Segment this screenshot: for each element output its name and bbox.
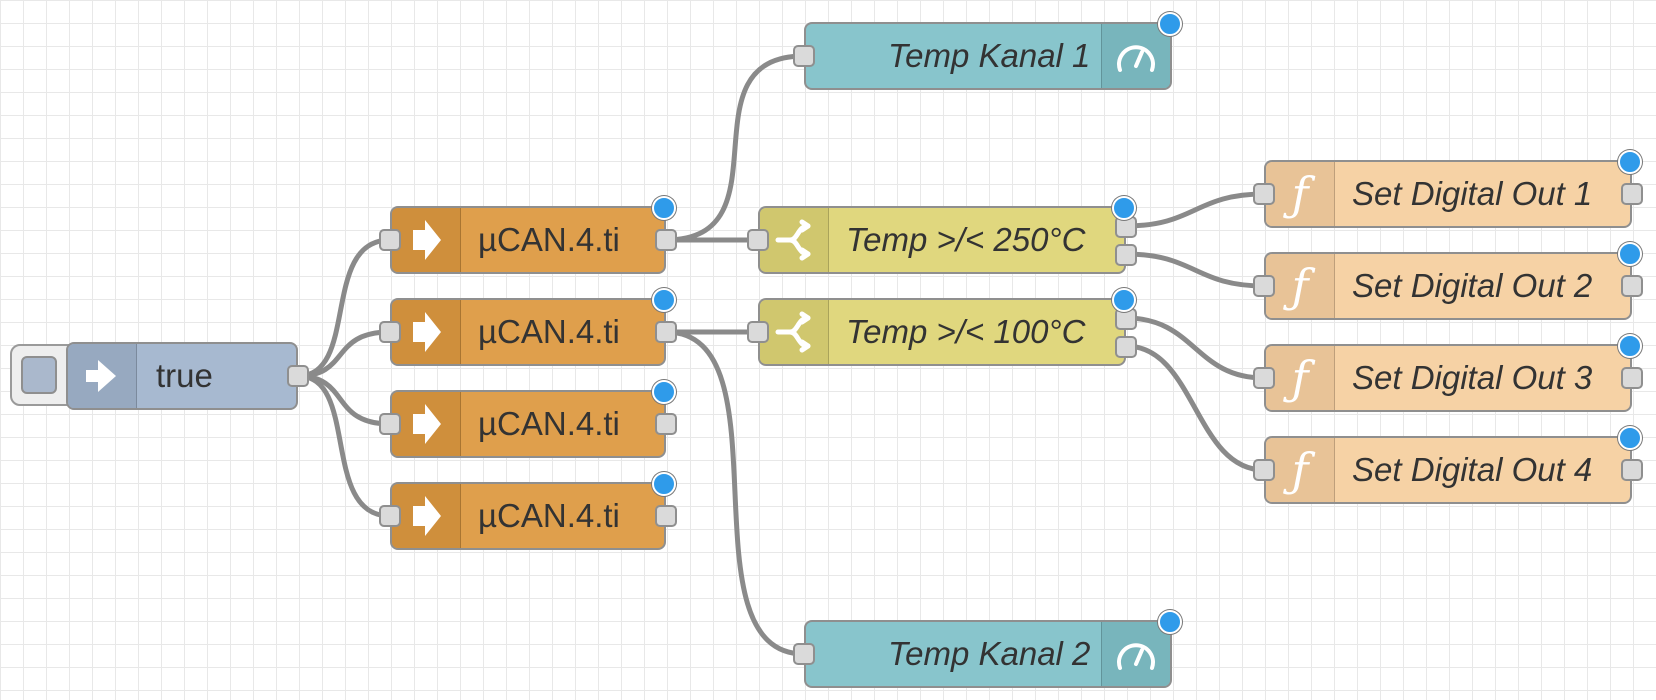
status-dot [1158, 12, 1182, 36]
function-label: Set Digital Out 3 [1352, 359, 1593, 396]
wire-switch2-out3[interactable] [1123, 315, 1267, 381]
input-port[interactable] [793, 643, 815, 665]
function-icon: ƒ [1266, 346, 1335, 410]
wire-switch2-out4[interactable] [1123, 343, 1267, 473]
switch-icon [760, 208, 829, 272]
switch-label: Temp >/< 100°C [846, 313, 1086, 350]
gauge-icon [1101, 622, 1170, 686]
output-port[interactable] [1621, 367, 1643, 389]
arrow-right-icon [392, 484, 461, 548]
ucan-label: µCAN.4.ti [478, 313, 620, 350]
function-node-2[interactable]: ƒ Set Digital Out 2 [1253, 242, 1643, 320]
gauge-icon [1101, 24, 1170, 88]
wire-ucan2-gauge2[interactable] [663, 329, 807, 657]
input-port[interactable] [1253, 367, 1275, 389]
status-dot [652, 380, 676, 404]
inject-node[interactable]: true [66, 342, 309, 410]
input-port[interactable] [1253, 459, 1275, 481]
wire-ucan1-gauge1[interactable] [663, 53, 807, 243]
status-dot [1618, 150, 1642, 174]
output-port[interactable] [287, 365, 309, 387]
output-port-2[interactable] [1115, 336, 1137, 358]
status-dot [1618, 242, 1642, 266]
switch-node-1[interactable]: Temp >/< 250°C [747, 196, 1137, 274]
output-port-2[interactable] [1115, 244, 1137, 266]
wire-switch1-out1[interactable] [1123, 191, 1267, 229]
status-dot [1112, 196, 1136, 220]
function-label: Set Digital Out 2 [1352, 267, 1593, 304]
function-node-4[interactable]: ƒ Set Digital Out 4 [1253, 426, 1643, 504]
switch-icon [760, 300, 829, 364]
input-port[interactable] [379, 413, 401, 435]
output-port[interactable] [1621, 459, 1643, 481]
gauge-node-1[interactable]: Temp Kanal 1 [793, 12, 1182, 90]
inject-label: true [156, 357, 213, 394]
ucan-node-3[interactable]: µCAN.4.ti [379, 380, 677, 458]
ucan-label: µCAN.4.ti [478, 221, 620, 258]
ucan-node-1[interactable]: µCAN.4.ti [379, 196, 677, 274]
ucan-node-2[interactable]: µCAN.4.ti [379, 288, 677, 366]
status-dot [652, 472, 676, 496]
input-port[interactable] [379, 229, 401, 251]
wire-inject-ucan3[interactable] [295, 373, 393, 427]
status-dot [652, 196, 676, 220]
arrow-right-icon [392, 392, 461, 456]
status-dot [652, 288, 676, 312]
output-port[interactable] [655, 229, 677, 251]
output-port[interactable] [655, 413, 677, 435]
input-port[interactable] [747, 229, 769, 251]
function-label: Set Digital Out 1 [1352, 175, 1593, 212]
function-node-3[interactable]: ƒ Set Digital Out 3 [1253, 334, 1643, 412]
gauge-node-2[interactable]: Temp Kanal 2 [793, 610, 1182, 688]
arrow-right-icon [392, 300, 461, 364]
input-port[interactable] [1253, 275, 1275, 297]
arrow-right-icon [392, 208, 461, 272]
gauge-label: Temp Kanal 2 [888, 635, 1091, 672]
inject-trigger-square [21, 356, 57, 394]
input-port[interactable] [1253, 183, 1275, 205]
wire-inject-ucan2[interactable] [295, 329, 393, 379]
wire-inject-ucan1[interactable] [295, 237, 393, 379]
wire-inject-ucan4[interactable] [295, 373, 393, 519]
input-port[interactable] [793, 45, 815, 67]
status-dot [1112, 288, 1136, 312]
status-dot [1618, 334, 1642, 358]
status-dot [1618, 426, 1642, 450]
output-port[interactable] [1621, 183, 1643, 205]
ucan-node-4[interactable]: µCAN.4.ti [379, 472, 677, 550]
gauge-label: Temp Kanal 1 [888, 37, 1091, 74]
output-port[interactable] [655, 321, 677, 343]
input-port[interactable] [747, 321, 769, 343]
status-dot [1158, 610, 1182, 634]
function-node-1[interactable]: ƒ Set Digital Out 1 [1253, 150, 1643, 228]
input-port[interactable] [379, 505, 401, 527]
ucan-label: µCAN.4.ti [478, 497, 620, 534]
arrow-in-icon [68, 344, 137, 408]
function-icon: ƒ [1266, 438, 1335, 502]
output-port[interactable] [655, 505, 677, 527]
wire-switch1-out2[interactable] [1123, 251, 1267, 289]
output-port[interactable] [1621, 275, 1643, 297]
function-icon: ƒ [1266, 162, 1335, 226]
ucan-label: µCAN.4.ti [478, 405, 620, 442]
input-port[interactable] [379, 321, 401, 343]
function-icon: ƒ [1266, 254, 1335, 318]
function-label: Set Digital Out 4 [1352, 451, 1593, 488]
switch-node-2[interactable]: Temp >/< 100°C [747, 288, 1137, 366]
switch-label: Temp >/< 250°C [846, 221, 1086, 258]
